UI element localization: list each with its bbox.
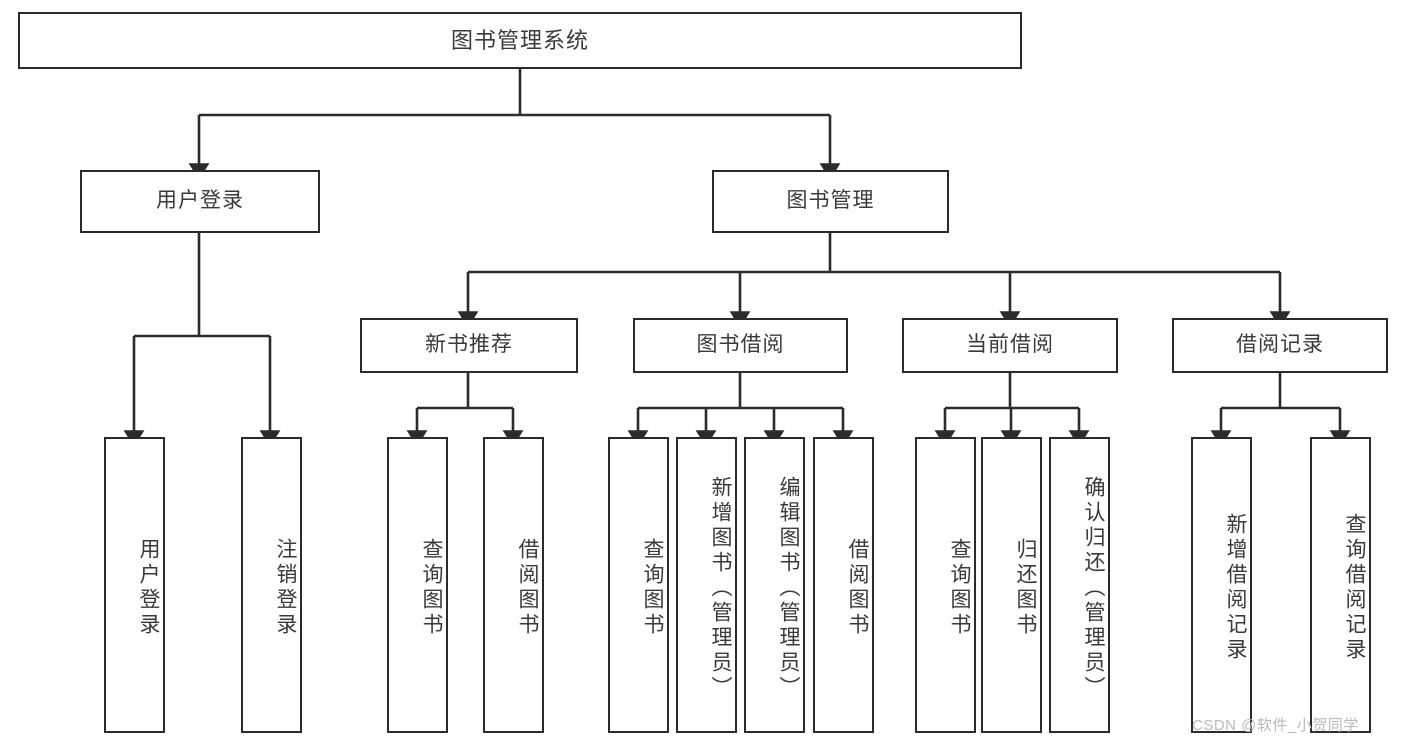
node-new-book-recommend[interactable]: 新书推荐 <box>360 318 578 373</box>
node-leaf-query-record[interactable]: 查询借阅记录 <box>1310 437 1371 733</box>
node-leaf-borrow-book-1[interactable]: 借阅图书 <box>483 437 544 733</box>
node-leaf-query-book-1[interactable]: 查询图书 <box>387 437 448 733</box>
node-root-system[interactable]: 图书管理系统 <box>18 12 1022 69</box>
node-user-login[interactable]: 用户登录 <box>80 170 320 233</box>
node-leaf-query-book-2[interactable]: 查询图书 <box>608 437 669 733</box>
node-leaf-confirm-return[interactable]: 确认归还（管理员） <box>1049 437 1110 733</box>
node-leaf-logout-login[interactable]: 注销登录 <box>241 437 302 733</box>
node-book-borrow[interactable]: 图书借阅 <box>633 318 848 373</box>
node-leaf-return-book[interactable]: 归还图书 <box>981 437 1042 733</box>
node-borrow-record[interactable]: 借阅记录 <box>1172 318 1388 373</box>
node-leaf-user-login[interactable]: 用户登录 <box>104 437 165 733</box>
node-leaf-add-record[interactable]: 新增借阅记录 <box>1191 437 1252 733</box>
node-book-manage[interactable]: 图书管理 <box>712 170 949 233</box>
node-leaf-add-book[interactable]: 新增图书（管理员） <box>676 437 737 733</box>
node-leaf-borrow-book-2[interactable]: 借阅图书 <box>813 437 874 733</box>
node-leaf-edit-book[interactable]: 编辑图书（管理员） <box>744 437 805 733</box>
node-leaf-query-book-3[interactable]: 查询图书 <box>915 437 976 733</box>
node-current-borrow[interactable]: 当前借阅 <box>902 318 1118 373</box>
